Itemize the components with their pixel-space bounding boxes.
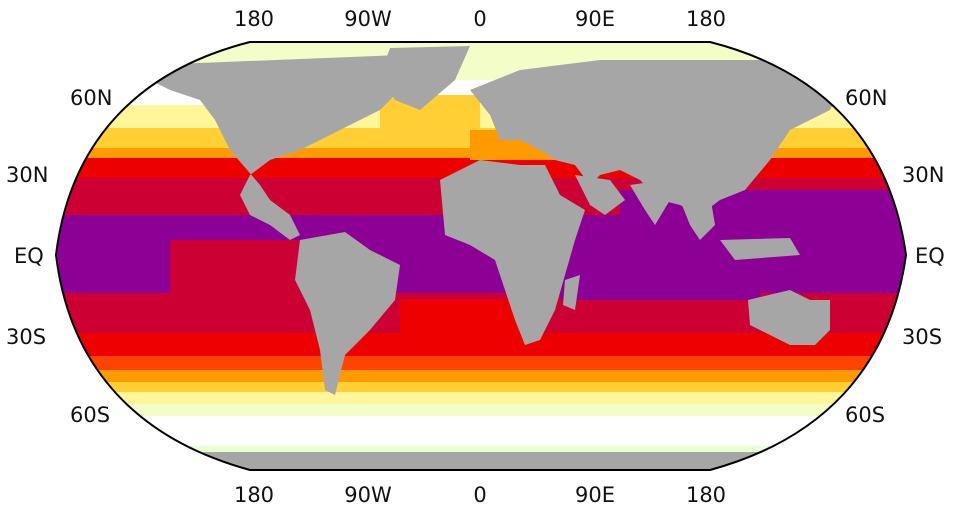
lon-label-top-0: 0 — [473, 7, 487, 31]
lat-label-right-30s: 30S — [902, 325, 943, 349]
lon-label-top-180e: 180 — [685, 7, 727, 31]
land-india — [630, 180, 670, 225]
red-patch-south-atlantic — [400, 300, 540, 340]
lat-label-right-eq: EQ — [915, 244, 945, 268]
lat-label-right-60s: 60S — [845, 403, 886, 427]
purple-patch-indian — [560, 220, 760, 300]
lon-label-bottom-90e: 90E — [575, 483, 615, 507]
lat-label-left-30s: 30S — [6, 325, 47, 349]
lat-label-left-60s: 60S — [70, 403, 111, 427]
land-indochina — [680, 195, 715, 240]
land-antarctica — [56, 452, 906, 470]
band-arctic-light — [56, 42, 906, 80]
land-south-america — [295, 232, 400, 395]
land-australia — [748, 290, 830, 345]
band-amber-south — [56, 382, 906, 394]
map-layers — [56, 42, 906, 470]
lat-label-left-60n: 60N — [70, 86, 113, 110]
land-arabia — [575, 175, 625, 215]
lon-label-bottom-180w: 180 — [233, 483, 275, 507]
land-africa — [440, 160, 585, 345]
lon-label-top-90e: 90E — [575, 7, 615, 31]
lon-label-bottom-90w: 90W — [344, 483, 392, 507]
lat-label-right-60n: 60N — [845, 86, 888, 110]
lat-label-right-30n: 30N — [902, 163, 945, 187]
land-indonesia — [720, 238, 800, 260]
lon-label-bottom-0: 0 — [473, 483, 487, 507]
band-orange-south — [56, 370, 906, 384]
lon-label-top-90w: 90W — [344, 7, 392, 31]
band-orange2-south — [56, 356, 906, 372]
lon-label-bottom-180e: 180 — [685, 483, 727, 507]
band-light-south — [56, 404, 906, 418]
crimson-patch-east-pacific — [170, 240, 300, 300]
land-madagascar — [563, 275, 580, 310]
land — [56, 46, 906, 470]
band-white-south — [56, 416, 906, 448]
lat-label-left-eq: EQ — [14, 244, 44, 268]
land-north-america — [150, 55, 420, 240]
land-eurasia — [470, 60, 840, 215]
land-greenland — [380, 46, 470, 110]
map-outline — [54, 41, 908, 471]
band-yellow-south — [56, 392, 906, 406]
lon-label-top-180w: 180 — [233, 7, 275, 31]
lat-label-left-30n: 30N — [6, 163, 49, 187]
